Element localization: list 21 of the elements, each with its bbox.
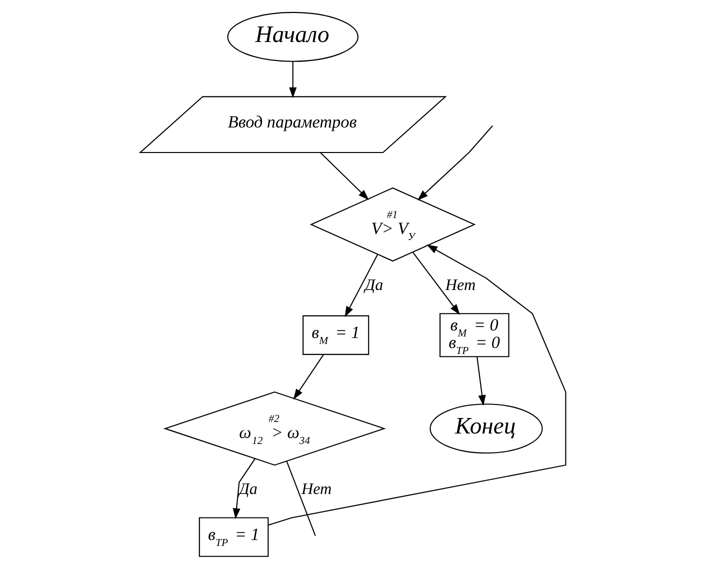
node-diamond: #2 ω$_{12}$ > ω$_{34}$: [163, 391, 386, 466]
node-diamond: #1 V> V$_{У}$: [310, 187, 476, 262]
arrow: [293, 354, 324, 400]
arrow: [476, 356, 486, 406]
arrow: [344, 254, 378, 318]
edge-label: Нет: [445, 277, 476, 294]
node-box: в$_{ТР}$ = 1: [198, 517, 269, 557]
arrow: [268, 244, 566, 526]
node-box: в$_{М}$ = 1: [302, 315, 370, 355]
arrow: [232, 458, 256, 520]
arrow: [289, 61, 297, 98]
connector: [286, 461, 316, 536]
node-ellipse: Конец: [430, 404, 543, 454]
edge-label: Да: [239, 481, 258, 498]
node-box: в$_{М}$ = 0 в$_{ТР}$ = 0: [440, 313, 510, 358]
edge-label: Нет: [301, 481, 332, 498]
node-ellipse: Начало: [227, 12, 359, 62]
arrow: [320, 152, 369, 200]
arrow: [412, 252, 460, 315]
arrow: [417, 125, 493, 201]
edge-label: Да: [364, 277, 384, 294]
